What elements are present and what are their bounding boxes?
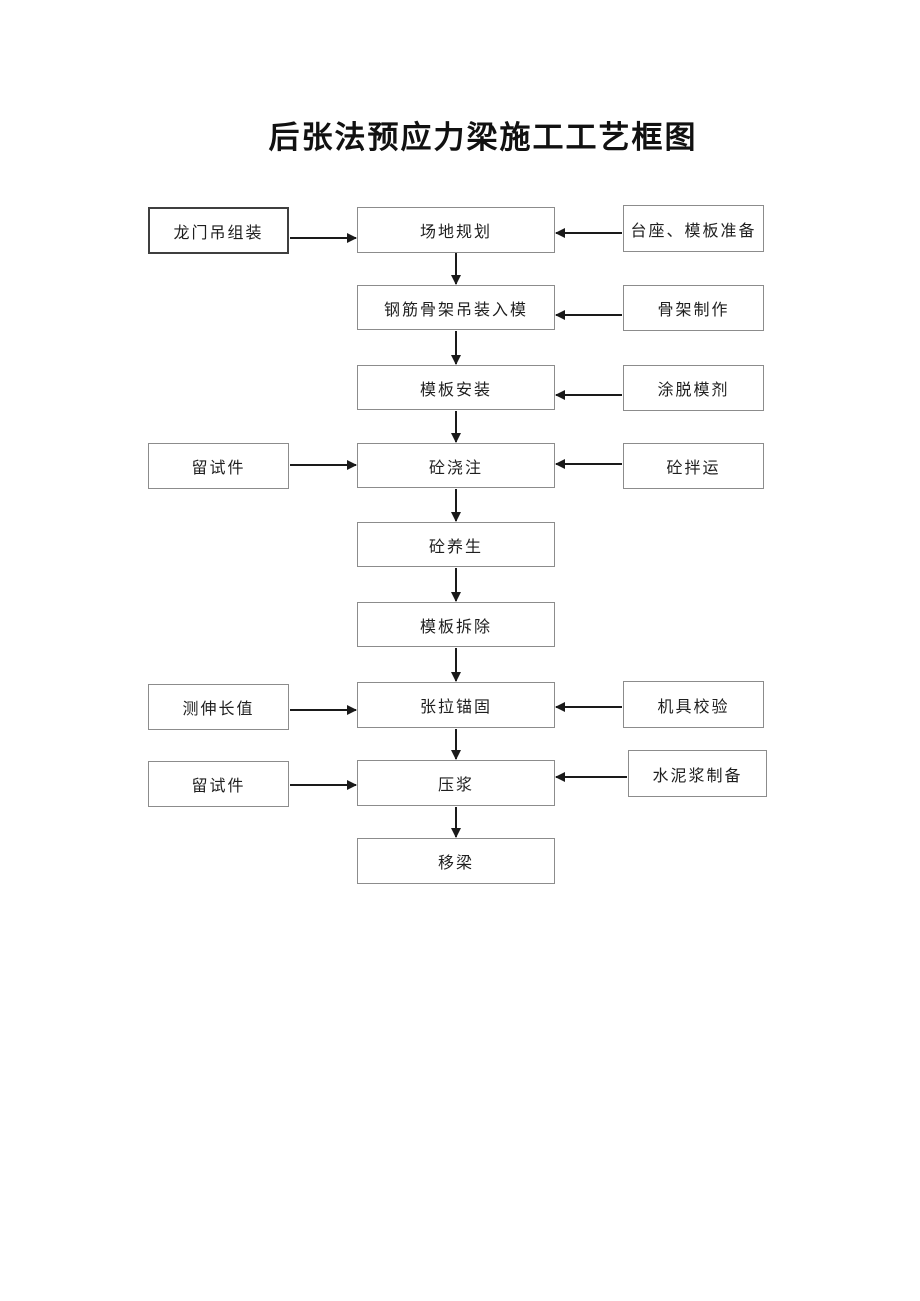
arrow-down-curing-to-removal <box>451 568 461 602</box>
flow-step-concrete-pouring: 砼浇注 <box>357 443 555 488</box>
arrow-left-cagefab-to-cage <box>555 310 622 320</box>
flow-step-rebar-cage-into-mold: 钢筋骨架吊装入模 <box>357 285 555 330</box>
input-keep-test-specimen-2: 留试件 <box>148 761 289 807</box>
input-concrete-mix-transport: 砼拌运 <box>623 443 764 489</box>
flow-step-tension-anchoring: 张拉锚固 <box>357 682 555 728</box>
flow-step-formwork-removal: 模板拆除 <box>357 602 555 647</box>
arrow-down-grouting-to-moving <box>451 807 461 838</box>
input-release-agent: 涂脱模剂 <box>623 365 764 411</box>
flow-step-beam-moving: 移梁 <box>357 838 555 884</box>
arrow-down-formwork-to-pouring <box>451 411 461 443</box>
input-gantry-crane-assembly: 龙门吊组装 <box>148 207 289 254</box>
arrow-left-calibration-to-tension <box>555 702 622 712</box>
flow-step-site-planning: 场地规划 <box>357 207 555 253</box>
flow-step-concrete-curing: 砼养生 <box>357 522 555 567</box>
arrow-right-gantry-to-site <box>290 233 357 243</box>
input-cement-grout-prep: 水泥浆制备 <box>628 750 767 797</box>
arrow-right-specimen-to-pouring <box>290 460 357 470</box>
flow-step-formwork-install: 模板安装 <box>357 365 555 410</box>
page-title: 后张法预应力梁施工工艺框图 <box>268 120 698 155</box>
arrow-down-tension-to-grouting <box>451 729 461 760</box>
arrow-down-cage-to-formwork <box>451 331 461 365</box>
arrow-left-pedestal-to-site <box>555 228 622 238</box>
arrow-right-elongation-to-tension <box>290 705 357 715</box>
arrow-right-specimen-to-grouting <box>290 780 357 790</box>
input-equipment-calibration: 机具校验 <box>623 681 764 728</box>
arrow-left-grout-to-grouting <box>555 772 627 782</box>
input-pedestal-formwork-prep: 台座、模板准备 <box>623 205 764 252</box>
input-cage-fabrication: 骨架制作 <box>623 285 764 331</box>
arrow-left-mix-to-pouring <box>555 459 622 469</box>
arrow-down-site-to-cage <box>451 253 461 285</box>
arrow-left-agent-to-formwork <box>555 390 622 400</box>
arrow-down-pouring-to-curing <box>451 489 461 522</box>
input-keep-test-specimen-1: 留试件 <box>148 443 289 489</box>
flow-step-grouting: 压浆 <box>357 760 555 806</box>
input-measure-elongation: 测伸长值 <box>148 684 289 730</box>
arrow-down-removal-to-tension <box>451 648 461 682</box>
